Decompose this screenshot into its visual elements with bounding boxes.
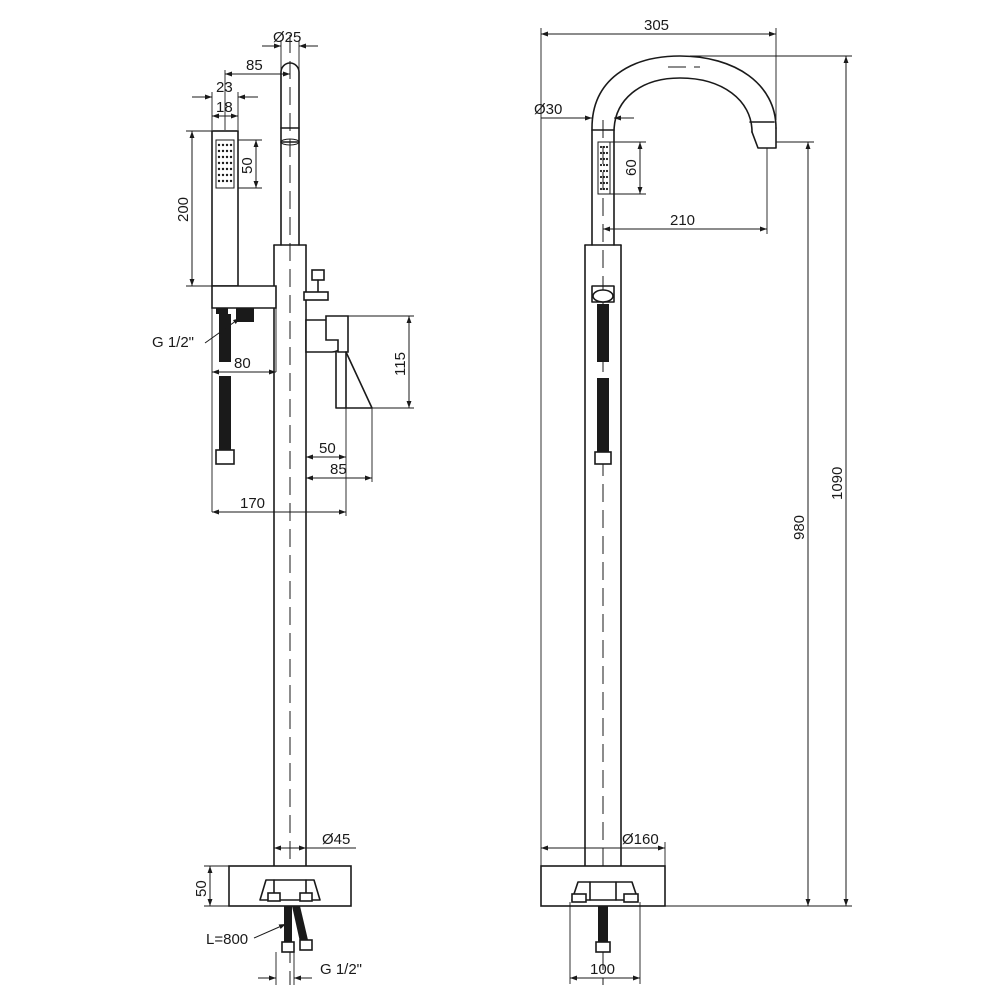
dim-lever-outer: 85 [330,461,347,478]
dim-total-height: 1090 [829,467,846,500]
front-floor-base [540,865,666,953]
dim-base-height: 50 [193,880,210,897]
dim-column-diameter: Ø45 [322,831,350,848]
dim-handshower-length: 200 [175,197,192,222]
hose-side [215,314,235,465]
gooseneck-spout [591,55,777,246]
dim-holder-depth: 80 [234,355,251,372]
supply-hoses [275,906,313,985]
dim-spout-reach: 305 [644,17,669,34]
front-spray-nozzles [599,145,609,191]
front-hose [594,304,612,465]
dim-spout-offset: 85 [246,57,263,74]
dim-spray-face-front: 60 [623,159,640,176]
side-view: Ø25 85 23 18 50 200 [152,29,414,985]
dim-shower-to-spout: 210 [670,212,695,229]
dim-diameter-spout-tube: Ø25 [273,29,301,46]
dim-base-diameter: Ø160 [622,831,659,848]
thread-label: G 1/2" [152,334,194,351]
spout-tube [280,62,300,246]
shower-holder [211,285,277,322]
front-view: 305 Ø30 60 210 1090 980 [534,17,852,985]
front-dimensions: 305 Ø30 60 210 1090 980 [534,17,852,984]
dim-handshower-outer: 23 [216,79,233,96]
spray-nozzles [217,143,233,183]
dim-lever-height: 115 [392,352,409,376]
dim-spout-height: 980 [791,515,808,540]
supply-thread: G 1/2" [320,961,362,978]
column [273,35,307,985]
dim-fixing-width: 100 [590,961,615,978]
dim-overall-depth: 170 [240,495,265,512]
handshower [211,130,239,287]
dim-handshower-inner: 18 [216,99,233,116]
dim-diameter-spout: Ø30 [534,101,562,118]
dim-lever-inner: 50 [319,440,336,457]
floor-base [228,865,352,907]
front-column [584,120,622,985]
mixer-lever [305,315,373,409]
hose-length: L=800 [206,931,248,948]
side-dimensions: Ø25 85 23 18 50 200 [152,29,414,981]
front-handshower [591,141,615,303]
diverter-knob [303,269,329,301]
dim-spray-face: 50 [239,157,256,174]
